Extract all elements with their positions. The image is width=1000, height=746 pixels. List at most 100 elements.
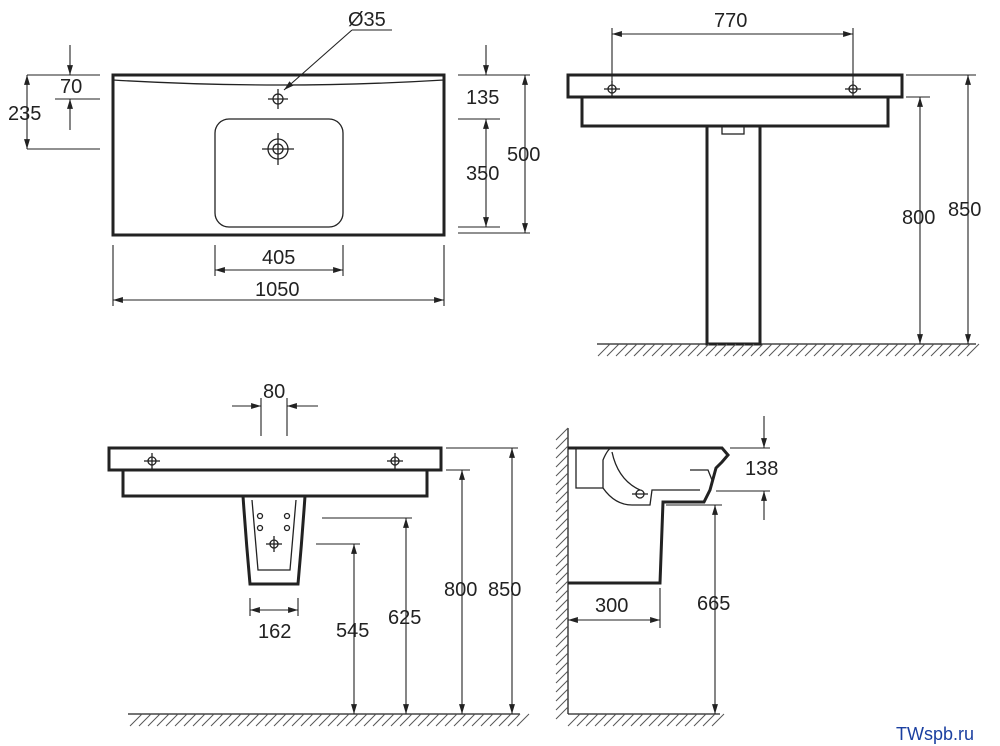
dim-80: 80: [263, 381, 285, 403]
hatch-line: [555, 670, 569, 684]
hatch-line: [264, 713, 278, 727]
hatch-line: [555, 445, 569, 459]
hatch-line: [555, 436, 569, 450]
hatch-line: [444, 713, 458, 727]
hatch-line: [795, 343, 809, 357]
hatch-line: [327, 713, 341, 727]
dim-405: 405: [262, 247, 295, 269]
hatch-line: [555, 562, 569, 576]
hatch-line: [585, 713, 599, 727]
hatch-line: [723, 343, 737, 357]
hatch-line: [246, 713, 260, 727]
hatch-line: [318, 713, 332, 727]
hatch-line: [702, 713, 716, 727]
hatch-line: [555, 535, 569, 549]
hatch-line: [555, 652, 569, 666]
hatch-line: [555, 688, 569, 702]
hatch-line: [555, 607, 569, 621]
hatch-line: [555, 616, 569, 630]
hatch-line: [489, 713, 503, 727]
dim-300: 300: [595, 595, 628, 617]
hatch-line: [768, 343, 782, 357]
hatch-line: [471, 713, 485, 727]
front-wall-view: 80 162 545 625 800 850: [107, 381, 530, 727]
dim-350: 350: [466, 163, 499, 185]
hatch-line: [555, 490, 569, 504]
hatch-line: [201, 713, 215, 727]
dim-162: 162: [258, 621, 291, 643]
dim-800-wall: 800: [444, 579, 477, 601]
hatch-line: [714, 343, 728, 357]
hatch-line: [174, 713, 188, 727]
hatch-line: [291, 713, 305, 727]
hatch-line: [228, 713, 242, 727]
hatch-line: [345, 713, 359, 727]
hatch-line: [876, 343, 890, 357]
hatch-line: [555, 697, 569, 711]
hatch-line: [300, 713, 314, 727]
dim-850-front: 850: [948, 199, 981, 221]
hatch-line: [657, 713, 671, 727]
hatch-line: [687, 343, 701, 357]
hatch-line: [147, 713, 161, 727]
pedestal: [705, 124, 762, 346]
hatch-line: [165, 713, 179, 727]
hatch-line: [462, 713, 476, 727]
siphon-cover: [241, 495, 307, 586]
hatch-line: [651, 343, 665, 357]
fixing-hole-right: [387, 453, 403, 469]
hatch-line: [555, 526, 569, 540]
hatch-line: [381, 713, 395, 727]
drain-symbol-side: [632, 489, 648, 499]
hatch-line: [555, 589, 569, 603]
fixing-hole-left: [144, 453, 160, 469]
hatch-line: [426, 713, 440, 727]
hatch-line: [711, 713, 725, 727]
hatch-line: [309, 713, 323, 727]
hatch-line: [210, 713, 224, 727]
fixing-hole-right: [845, 81, 861, 97]
dim-135: 135: [466, 87, 499, 109]
hatch-line: [183, 713, 197, 727]
hatch-line: [786, 343, 800, 357]
hatch-line: [555, 580, 569, 594]
dim-625: 625: [388, 607, 421, 629]
hatch-line: [912, 343, 926, 357]
hatch-line: [777, 343, 791, 357]
hatch-line: [576, 713, 590, 727]
hatch-line: [390, 713, 404, 727]
drain-symbol: [262, 133, 294, 165]
hatch-line: [192, 713, 206, 727]
hatch-line: [597, 343, 611, 357]
hatch-line: [555, 598, 569, 612]
hatch-line: [453, 713, 467, 727]
hatch-line: [930, 343, 944, 357]
hatch-line: [639, 713, 653, 727]
hatch-line: [555, 571, 569, 585]
outlet-symbol: [266, 536, 282, 552]
floor-hatch-side: [567, 713, 725, 727]
hatch-line: [849, 343, 863, 357]
front-pedestal-view: 770 800 850: [566, 10, 981, 357]
hatch-line: [948, 343, 962, 357]
hatch-line: [732, 343, 746, 357]
hatch-line: [555, 517, 569, 531]
hatch-line: [633, 343, 647, 357]
hatch-line: [696, 343, 710, 357]
dim-770: 770: [714, 10, 747, 32]
hatch-line: [372, 713, 386, 727]
hatch-line: [594, 713, 608, 727]
hatch-line: [675, 713, 689, 727]
hatch-line: [156, 713, 170, 727]
basin-section: [568, 446, 730, 585]
hatch-line: [555, 544, 569, 558]
hatch-line: [648, 713, 662, 727]
hatch-line: [129, 713, 143, 727]
hatch-line: [417, 713, 431, 727]
hatch-line: [255, 713, 269, 727]
hatch-line: [399, 713, 413, 727]
hatch-line: [498, 713, 512, 727]
floor-hatch-wall: [129, 713, 530, 727]
hatch-line: [804, 343, 818, 357]
